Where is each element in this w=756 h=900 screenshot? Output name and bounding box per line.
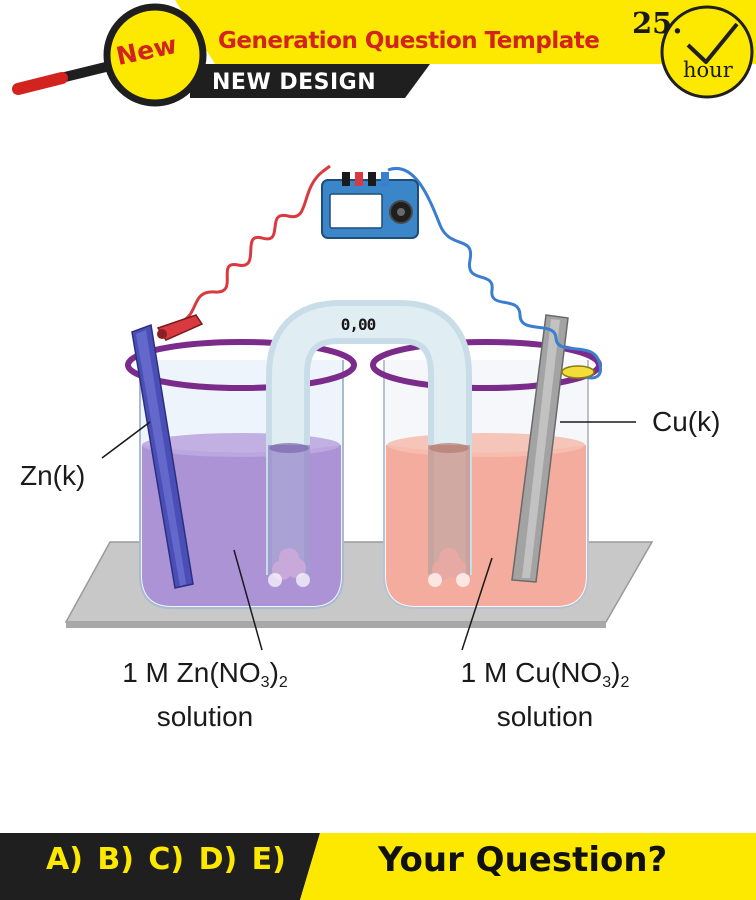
copper-electrode-label: Cu(k): [652, 406, 721, 437]
red-wire: [179, 164, 331, 324]
cotton-plug-right: [428, 548, 470, 587]
galvanic-cell-diagram: 0,00 Zn(k) Cu(k) 1 M Zn(NO3)2 solution 1…: [0, 110, 756, 830]
salt-bridge: [266, 300, 472, 587]
clock-icon: [660, 5, 754, 99]
answer-options: A) B) C) D) E): [46, 842, 286, 877]
header-title: Generation Question Template: [218, 28, 600, 54]
blue-wire: [387, 166, 602, 380]
leader-lines: [101, 421, 636, 651]
voltmeter-display: [329, 193, 383, 229]
zinc-electrode-label: Zn(k): [20, 460, 86, 491]
yellow-clip: [561, 365, 595, 379]
magnifier-icon: [12, 3, 207, 107]
header-banner: [12, 0, 756, 107]
voltmeter-reading: 0,00: [340, 315, 377, 334]
zinc-solution-label: 1 M Zn(NO3)2 solution: [122, 657, 288, 732]
copper-beaker: [370, 314, 602, 609]
copper-solution-label: 1 M Cu(NO3)2 solution: [460, 657, 630, 732]
zinc-beaker-rim: [125, 339, 357, 391]
zinc-beaker: [125, 323, 357, 609]
cotton-plug-left: [268, 548, 310, 587]
clock-unit: hour: [683, 58, 733, 82]
question-prompt: Your Question?: [378, 840, 668, 880]
header-subtitle: NEW DESIGN: [212, 70, 377, 95]
copper-nitrate-solution: [386, 445, 586, 606]
red-clip: [156, 314, 204, 341]
voltmeter: [321, 172, 419, 239]
footer-banner: [0, 833, 756, 900]
clock-number: 25.: [632, 6, 683, 40]
galvanic-cell-drawing: [64, 164, 654, 651]
